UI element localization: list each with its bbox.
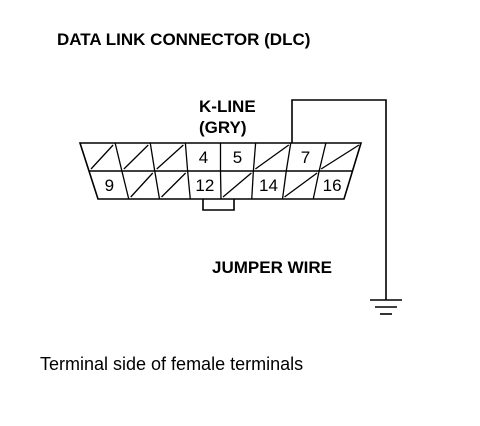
pin-label: 14	[259, 176, 278, 195]
pin-15	[281, 170, 318, 200]
pin-divider	[252, 142, 257, 172]
pin-label: 16	[323, 176, 342, 195]
pin-divider	[285, 142, 292, 172]
kline-color-label: (GRY)	[199, 118, 247, 137]
pin-7: 7	[285, 142, 310, 172]
diagram-title: DATA LINK CONNECTOR (DLC)	[57, 30, 310, 49]
pin-divider	[219, 170, 222, 200]
pin-10	[121, 170, 154, 200]
jumper-wire	[291, 99, 387, 300]
pin-label: 4	[199, 148, 208, 167]
pin-divider	[149, 142, 156, 172]
pin-divider	[312, 170, 320, 200]
pin-divider	[186, 170, 191, 200]
pin-label: 7	[301, 148, 310, 167]
pin-8	[318, 142, 360, 172]
ground-symbol-icon	[370, 299, 402, 315]
pin-divider	[318, 142, 327, 172]
blank-pin-slash	[123, 144, 149, 170]
blank-pin-slash	[156, 144, 184, 170]
connector-outline	[78, 142, 363, 200]
pin-divider	[154, 170, 161, 200]
pin-label: 5	[233, 148, 242, 167]
pin-6	[252, 142, 290, 172]
connector-bottom-row: 9 12 14 16	[105, 170, 342, 200]
caption: Terminal side of female terminals	[40, 354, 303, 374]
pin-label: 12	[195, 176, 214, 195]
pin-5: 5	[219, 143, 242, 171]
pin-13	[219, 170, 252, 200]
pin-11	[154, 170, 187, 200]
pin-label: 9	[105, 176, 114, 195]
jumper-wire-label: JUMPER WIRE	[212, 258, 332, 277]
pin-14: 14	[251, 170, 278, 200]
pin-divider	[281, 170, 287, 200]
pin-divider	[121, 170, 130, 200]
connector-lock-tab	[202, 199, 235, 211]
pin-9: 9	[105, 176, 114, 195]
pin-divider	[114, 142, 123, 172]
blank-pin-slash	[90, 144, 114, 170]
pin-divider	[184, 142, 189, 172]
blank-pin-slash	[222, 172, 252, 198]
pin-12: 12	[186, 170, 214, 200]
pin-16: 16	[312, 170, 342, 200]
pin-1	[90, 144, 114, 170]
blank-pin-slash	[254, 144, 290, 170]
blank-pin-slash	[130, 172, 154, 198]
blank-pin-slash	[284, 172, 318, 198]
pin-divider	[251, 170, 255, 200]
blank-pin-slash	[320, 144, 360, 170]
connector-top-row: 4 5 7	[90, 142, 360, 172]
blank-pin-slash	[161, 172, 187, 198]
pin-3	[149, 142, 184, 172]
pin-4: 4	[184, 142, 208, 172]
kline-label: K-LINE	[199, 97, 256, 116]
pin-2	[114, 142, 149, 172]
